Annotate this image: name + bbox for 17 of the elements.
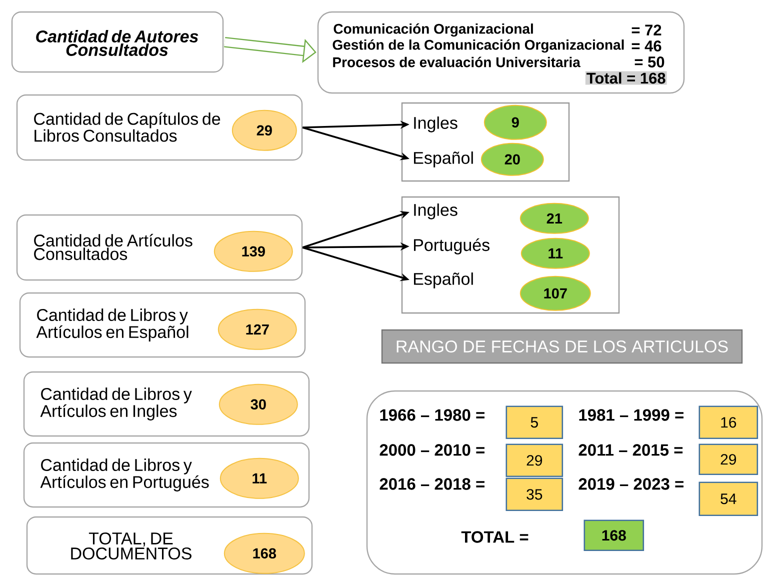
language-label: Español bbox=[414, 151, 473, 168]
language-label: Ingles bbox=[414, 116, 458, 132]
language-label: Español bbox=[414, 272, 473, 288]
value-box: 5 bbox=[506, 406, 564, 440]
language-label: Portugués bbox=[414, 238, 490, 254]
value-box: 29 bbox=[506, 444, 564, 478]
title-band: RANGO DE FECHAS DE LOS ARTICULOS bbox=[381, 329, 743, 364]
value-box: 29 bbox=[698, 444, 758, 476]
language-label: Ingles bbox=[414, 203, 458, 220]
value-box: 16 bbox=[698, 406, 758, 440]
frame-box bbox=[401, 102, 570, 182]
author-summary-box: Comunicación Organizacional = 72 Gestión de la Comunicación Organizacional = 46 Procesos de evaluación Universitaria = 50 Total = 168 bbox=[317, 11, 685, 94]
value-box: 168 bbox=[584, 520, 644, 552]
text-box: Cantidad de Autores Consultados bbox=[11, 11, 224, 73]
frame-box bbox=[401, 196, 620, 314]
value-box: 35 bbox=[506, 478, 564, 512]
value-box: 54 bbox=[698, 482, 758, 516]
